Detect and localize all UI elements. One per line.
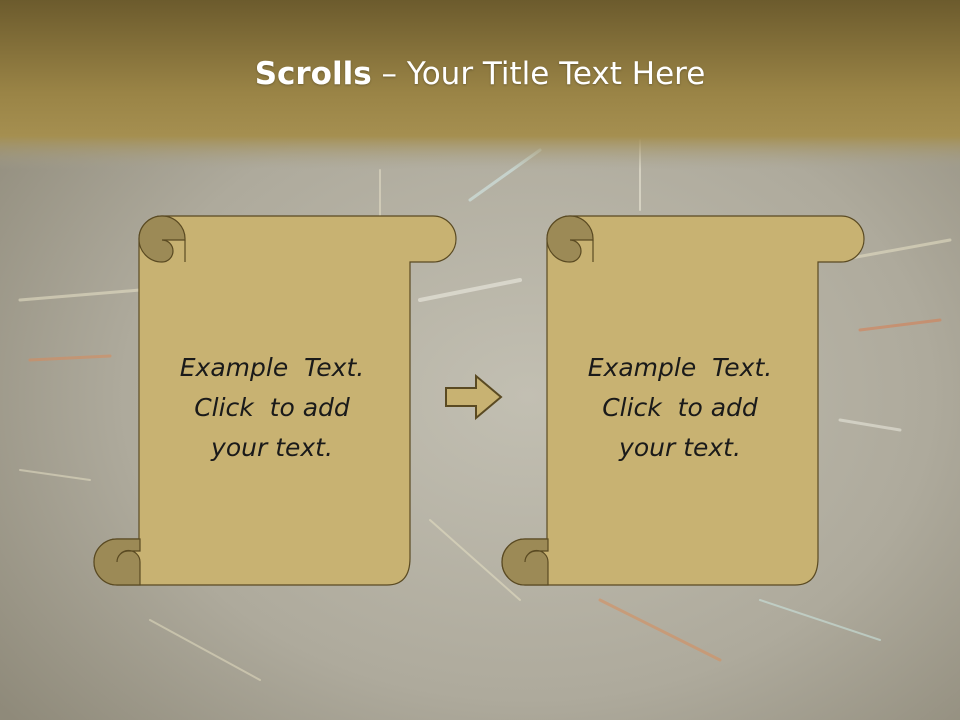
scroll-shape	[501, 215, 865, 586]
title-rest: – Your Title Text Here	[371, 56, 706, 92]
text-line: Click to add	[194, 393, 350, 422]
text-line: Example Text.	[587, 353, 773, 382]
title-bold: Scrolls	[254, 56, 372, 92]
scroll-shape	[93, 215, 457, 586]
text-line: Example Text.	[179, 353, 365, 382]
right-arrow-icon	[445, 373, 503, 421]
scroll-left[interactable]: Example Text. Click to add your text.	[92, 215, 464, 587]
scroll-right-text[interactable]: Example Text. Click to add your text.	[550, 348, 810, 468]
text-line: your text.	[211, 433, 333, 462]
scroll-left-text[interactable]: Example Text. Click to add your text.	[142, 348, 402, 468]
text-line: your text.	[619, 433, 741, 462]
text-line: Click to add	[602, 393, 758, 422]
slide-title[interactable]: Scrolls – Your Title Text Here	[0, 52, 960, 96]
scroll-right[interactable]: Example Text. Click to add your text.	[500, 215, 872, 587]
